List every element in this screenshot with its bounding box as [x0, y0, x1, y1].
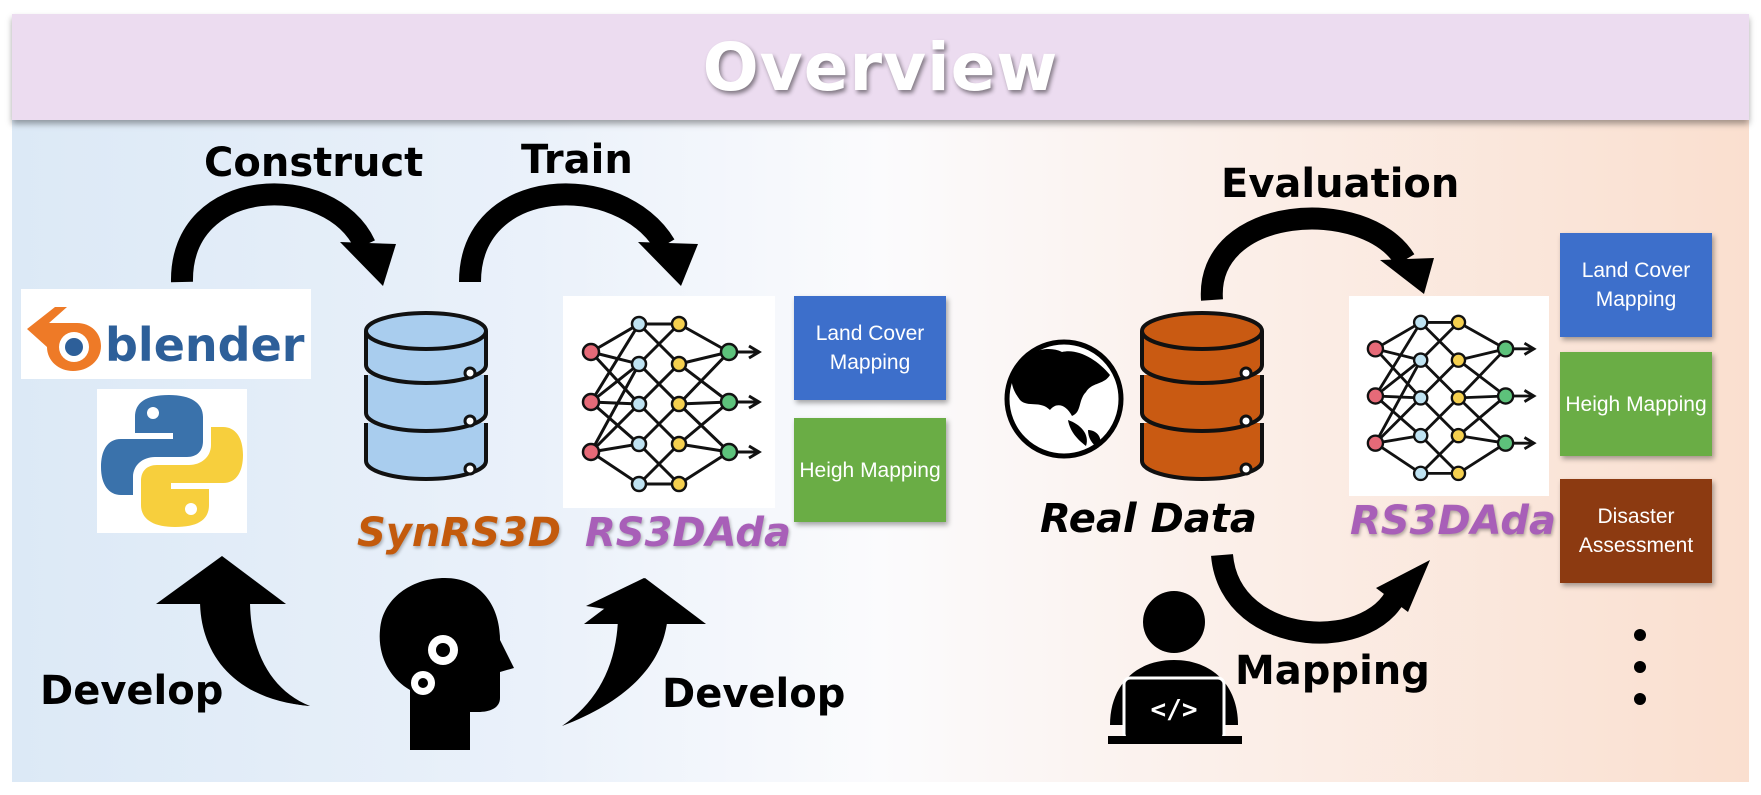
- task-disaster-assessment: Disaster Assessment: [1560, 479, 1712, 583]
- task-label: Heigh Mapping: [799, 458, 941, 482]
- mapping-arrow: [1211, 553, 1430, 644]
- task-label: Land Cover Mapping: [815, 322, 925, 374]
- header-banner: Overview: [12, 14, 1749, 120]
- developer-icon: </>: [1108, 591, 1242, 744]
- task-label: Heigh Mapping: [1565, 392, 1707, 416]
- svg-text:</>: </>: [1151, 695, 1198, 725]
- blender-logo: blender: [21, 289, 311, 379]
- task-heigh-mapping-left: Heigh Mapping: [794, 418, 946, 522]
- blender-icon: blender: [27, 307, 305, 372]
- real-data-label: Real Data: [1040, 496, 1257, 542]
- develop-label-left: Develop: [40, 668, 224, 714]
- evaluation-arrow: [1200, 207, 1434, 301]
- task-label: Disaster Assessment: [1578, 505, 1694, 557]
- task-heigh-mapping-right: Heigh Mapping: [1560, 352, 1712, 456]
- develop-label-right: Develop: [662, 671, 846, 717]
- evaluation-label: Evaluation: [1221, 161, 1460, 207]
- blender-logo-text: blender: [105, 318, 305, 372]
- python-logo: [97, 389, 247, 533]
- synrs3d-label: SynRS3D: [357, 510, 562, 556]
- synrs3d-database-icon: [364, 311, 488, 481]
- globe-icon: [1004, 339, 1124, 459]
- brain-gears-icon: [379, 578, 514, 750]
- mapping-label: Mapping: [1235, 648, 1430, 694]
- rs3dada-label-right: RS3DAda: [1350, 498, 1556, 544]
- neural-network-icon-right: [1349, 296, 1549, 496]
- neural-network-icon-left: [563, 296, 775, 508]
- train-arrow: [459, 183, 698, 286]
- real-data-database-icon: [1140, 311, 1264, 481]
- task-land-cover-mapping-left: Land Cover Mapping: [794, 296, 946, 400]
- python-icon: [101, 395, 243, 527]
- develop-arrow-left: [156, 556, 310, 706]
- construct-label: Construct: [204, 140, 424, 186]
- more-dots: [1634, 629, 1646, 705]
- task-label: Land Cover Mapping: [1581, 259, 1691, 311]
- develop-arrow-right-head: [584, 578, 706, 624]
- rs3dada-label-left: RS3DAda: [585, 510, 791, 556]
- construct-arrow: [170, 183, 396, 286]
- train-label: Train: [521, 137, 633, 183]
- task-land-cover-mapping-right: Land Cover Mapping: [1560, 233, 1712, 337]
- page-title: Overview: [702, 28, 1059, 106]
